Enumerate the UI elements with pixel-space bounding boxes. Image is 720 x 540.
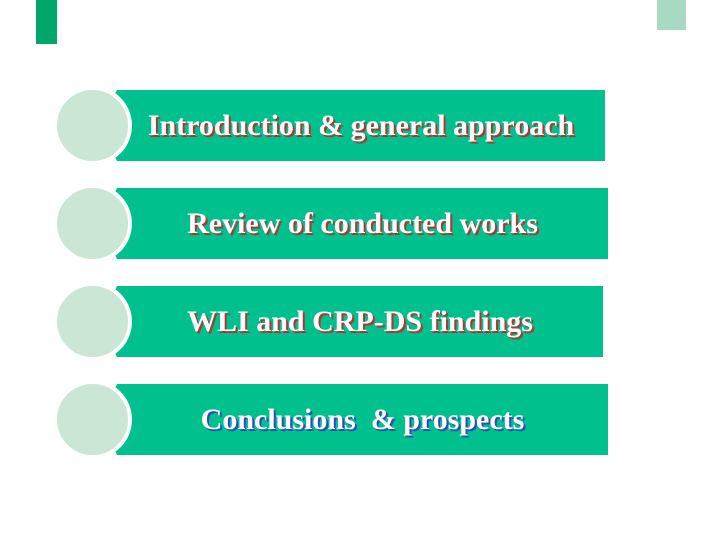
top-right-decor-bar: [657, 0, 686, 30]
bullet-circle-icon: [53, 282, 132, 361]
agenda-label: Conclusions & prospects: [200, 402, 525, 436]
agenda-banner: WLI and CRP-DS findings: [100, 286, 603, 357]
agenda-label: Introduction & general approach: [147, 108, 575, 142]
top-left-decor-bar: [36, 0, 57, 44]
agenda-banner: Conclusions & prospects: [100, 384, 608, 455]
bullet-circle-icon: [53, 86, 132, 165]
agenda-label: Review of conducted works: [187, 206, 538, 240]
bullet-circle-icon: [53, 380, 132, 459]
bullet-circle-icon: [53, 184, 132, 263]
agenda-item-findings: WLI and CRP-DS findings: [0, 0, 720, 361]
agenda-banner: Review of conducted works: [100, 188, 608, 259]
agenda-item-conclusions: Conclusions & prospects: [0, 0, 720, 459]
agenda-item-introduction: Introduction & general approach: [0, 0, 720, 165]
agenda-banner: Introduction & general approach: [100, 90, 605, 161]
agenda-item-review: Review of conducted works: [0, 0, 720, 263]
agenda-label: WLI and CRP-DS findings: [187, 304, 533, 338]
